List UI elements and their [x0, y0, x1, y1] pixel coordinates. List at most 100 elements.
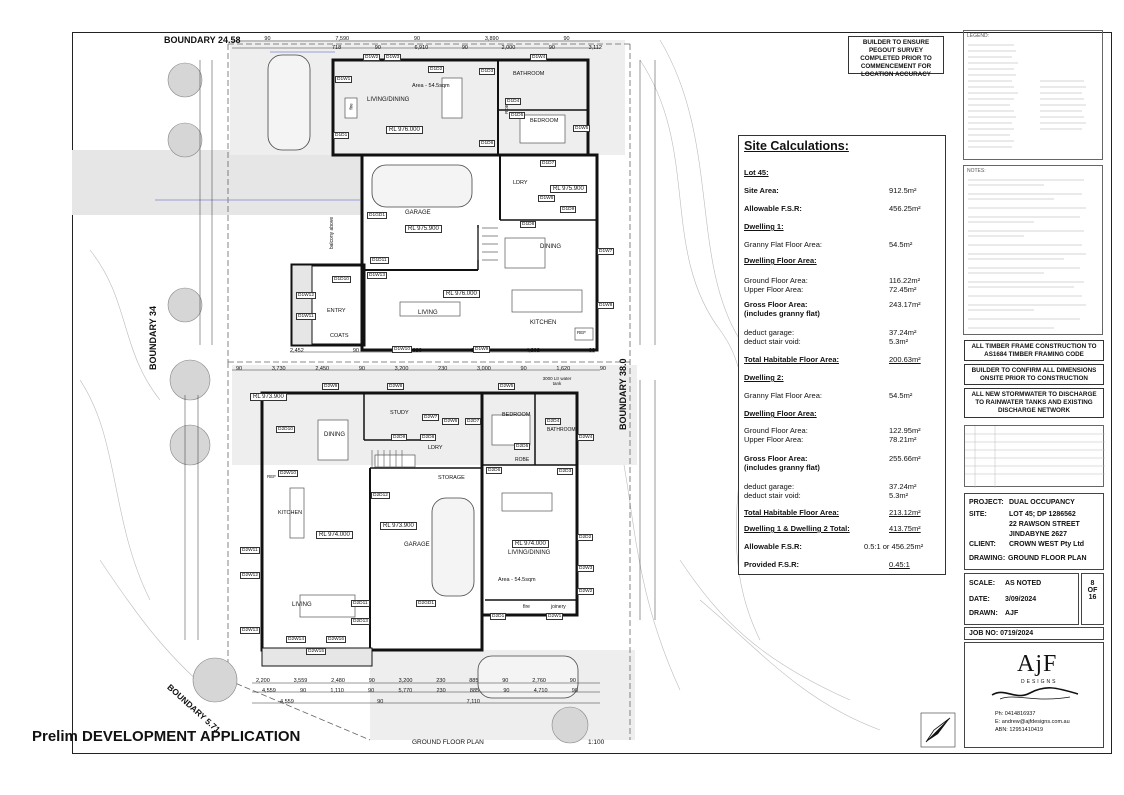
calc-value: 213.12m² — [889, 508, 921, 517]
calc-value: 37.24m² 5.3m² — [889, 328, 917, 346]
opening-tag: D2W7 — [422, 414, 440, 421]
room-label: LIVING/DINING — [508, 550, 551, 556]
revision-table — [964, 425, 1105, 488]
company-logo-sub: DESIGNS — [1021, 679, 1058, 685]
boundary-lines — [227, 43, 631, 741]
opening-tag: D2D2 — [577, 534, 594, 541]
dim: 3,000 — [477, 366, 491, 372]
sheet-total: 16 — [1088, 594, 1097, 601]
room-label: Area - 54.5sqm — [498, 577, 536, 583]
calc-label: Total Habitable Floor Area: — [744, 355, 840, 364]
opening-tag: D2D13 — [351, 618, 370, 625]
calc-row: Dwelling Floor Area: — [744, 256, 942, 274]
room-label: ENTRY — [327, 308, 346, 314]
calc-value: 54.5m² — [889, 391, 913, 400]
logo-box: AjF DESIGNS Ph: 0414816937 E: andrew@ajf… — [964, 642, 1104, 748]
dims-bottom-row-3: 4,559 90 7,110 — [280, 699, 480, 705]
calc-label: Allowable F.S.R: — [744, 204, 802, 213]
calc-row: Total Habitable Floor Area: 200.63m² — [744, 355, 942, 373]
dim: 90 — [377, 699, 384, 705]
dim: 2,760 — [532, 678, 546, 684]
room-label: joinery — [551, 604, 566, 610]
calc-row: Provided F.S.R:0.45:1 — [744, 560, 942, 578]
phone: Ph: 0414816937 — [995, 711, 1036, 717]
site-line: JINDABYNE 2627 — [1009, 531, 1067, 538]
dim: 885 — [469, 678, 479, 684]
calc-label: Dwelling 1 & Dwelling 2 Total: — [744, 524, 850, 533]
room-label: balcony above — [329, 216, 336, 250]
room-label: COATS — [330, 333, 349, 339]
opening-tag: D2GD1 — [416, 600, 436, 607]
wave-logo-icon — [991, 687, 1079, 700]
client-value: CROWN WEST Pty Ltd — [1009, 541, 1085, 548]
dim: 6,910 — [414, 45, 429, 51]
calc-label: Dwelling Floor Area: — [744, 409, 817, 418]
opening-tag: D1D11 — [370, 257, 389, 264]
boundary-top-label: BOUNDARY 24.58 — [164, 35, 241, 45]
calc-value: 200.63m² — [889, 355, 921, 364]
sheet-border — [72, 32, 1112, 754]
opening-tag: D1W8 — [597, 302, 615, 309]
dim: 90 — [358, 366, 365, 372]
dim: 3,730 — [271, 366, 286, 372]
dims-bottom-row-2: 4,559 90 1,110 90 5,770 230 885 90 4,710… — [262, 688, 578, 694]
dim: 3,112 — [588, 45, 602, 51]
opening-tag: D2W16 — [326, 636, 346, 643]
site-calculations-panel: Site Calculations: Lot 45: Site Area:912… — [738, 135, 946, 575]
dim: 90 — [413, 36, 421, 42]
opening-tag: D1W5 — [573, 125, 591, 132]
room-label: fire — [523, 604, 530, 610]
calc-row: Gross Floor Area: (includes granny flat)… — [744, 300, 942, 318]
dim: 3,559 — [293, 678, 308, 684]
calc-row: Dwelling 1: — [744, 222, 942, 240]
room-label: LDRY — [513, 180, 528, 186]
trees — [167, 62, 589, 744]
calc-value: 0.45:1 — [889, 560, 910, 569]
room-label: Area - 54.5sqm — [412, 83, 450, 89]
calc-row: Dwelling Floor Area: — [744, 409, 942, 427]
calc-value: 37.24m² 5.3m² — [889, 482, 917, 500]
room-label: KITCHEN — [530, 320, 557, 326]
calc-label: deduct garage: deduct stair void: — [744, 482, 801, 500]
opening-tag: D1W2 — [363, 54, 381, 61]
dim: 3,200 — [398, 678, 413, 684]
opening-tag: D1D7 — [540, 160, 557, 167]
opening-tag: D2D9 — [391, 434, 408, 441]
opening-tag: D2W4 — [577, 434, 595, 441]
dimensions-note: BUILDER TO CONFIRM ALL DIMENSIONS ONSITE… — [964, 364, 1104, 385]
dim: 90 — [368, 688, 375, 694]
north-arrow-icon — [920, 712, 956, 748]
opening-tag: D2W12 — [240, 572, 260, 579]
site-line: 22 RAWSON STREET — [1009, 521, 1080, 528]
dim: 90 — [352, 348, 359, 354]
scale-date-info: SCALE: AS NOTED DATE: 3/09/2024 DRAWN: A… — [964, 573, 1079, 625]
dim: 90 — [502, 678, 509, 684]
room-label: REF — [267, 474, 276, 479]
company-logo: AjF — [1017, 651, 1058, 677]
abn: ABN: 12951410419 — [995, 727, 1044, 733]
prelim-label: Prelim DEVELOPMENT APPLICATION — [32, 728, 301, 745]
room-label: GARAGE — [404, 542, 430, 548]
job-number: JOB NO: 0719/2024 — [964, 627, 1104, 640]
calc-label: Dwelling 1: — [744, 222, 784, 231]
opening-tag: D1D5 — [509, 112, 526, 119]
opening-tag: D2D7 — [465, 418, 482, 425]
dim: 90 — [571, 688, 578, 694]
dim: 1,110 — [330, 688, 344, 694]
room-label: fire — [348, 103, 354, 110]
calc-label: Site Area: — [744, 186, 779, 195]
opening-tag: D1W12 — [296, 292, 316, 299]
opening-tag: D2D10 — [276, 426, 295, 433]
room-label: GARAGE — [405, 210, 431, 216]
drawing-key: DRAWING: — [969, 555, 1006, 562]
opening-tag: D1D9 — [560, 206, 577, 213]
pegout-note: BUILDER TO ENSURE PEGOUT SURVEY COMPLETE… — [848, 36, 944, 78]
dim: 230 — [438, 366, 448, 372]
calc-label: Total Habitable Floor Area: — [744, 508, 840, 517]
opening-tag: D2W9 — [322, 383, 340, 390]
calc-value: 255.66m² — [889, 454, 921, 463]
room-label: LIVING/DINING — [367, 97, 410, 103]
calc-value: 413.75m² — [889, 524, 921, 533]
site-key: SITE: — [969, 511, 987, 518]
calc-value: 456.25m² — [889, 204, 921, 213]
